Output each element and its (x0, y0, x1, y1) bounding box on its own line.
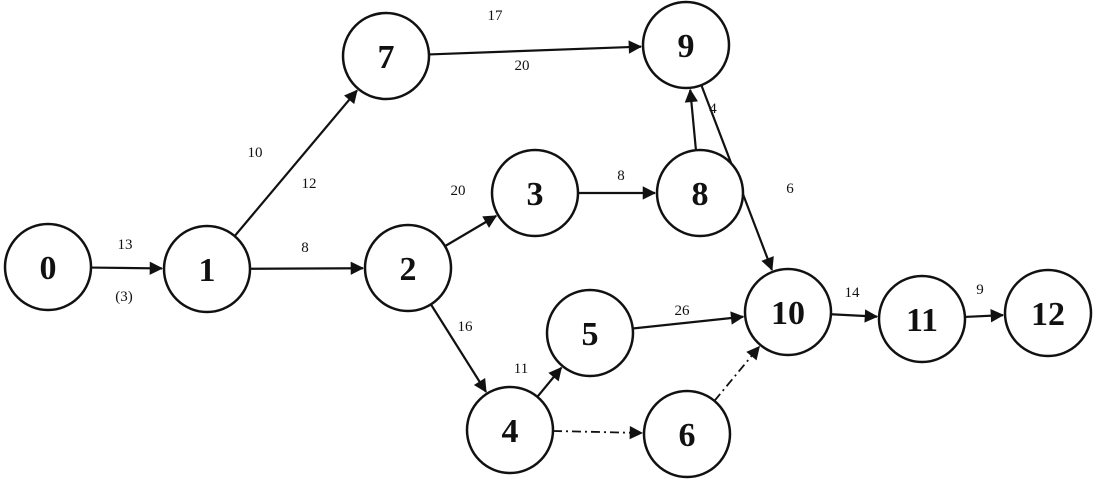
node-10: 10 (743, 267, 833, 357)
node-circle-3 (490, 148, 580, 238)
node-label-10: 10 (771, 295, 805, 332)
node-2: 2 (363, 223, 453, 313)
node-label-2: 2 (400, 251, 417, 288)
node-label-8: 8 (692, 176, 709, 213)
node-circle-0 (3, 222, 93, 312)
node-circle-11 (877, 274, 967, 364)
edge-1-to-7 (233, 89, 358, 237)
node-label-7: 7 (378, 39, 395, 76)
edge-label-0-1-1: (3) (115, 289, 133, 305)
node-3: 3 (490, 148, 580, 238)
edge-label-1-2-0: 8 (301, 240, 309, 256)
edge-label-3-8-0: 8 (617, 168, 625, 184)
node-label-5: 5 (582, 316, 599, 353)
edge-label-5-10-0: 26 (675, 303, 691, 319)
node-5: 5 (545, 288, 635, 378)
node-label-1: 1 (199, 252, 216, 289)
edge-4-to-6 (552, 426, 644, 440)
edge-label-0-1-0: 13 (118, 237, 133, 253)
edges-layer (90, 40, 1005, 440)
edge-10-to-11 (830, 309, 879, 323)
node-label-12: 12 (1031, 296, 1065, 333)
node-9: 9 (641, 0, 731, 90)
node-label-4: 4 (502, 413, 519, 450)
node-4: 4 (465, 385, 555, 475)
node-label-9: 9 (678, 28, 695, 65)
edge-0-to-1 (90, 261, 164, 275)
edge-4-to-5 (536, 366, 563, 398)
node-label-6: 6 (679, 417, 696, 454)
node-7: 7 (341, 11, 431, 101)
edge-8-to-9 (684, 88, 698, 151)
edge-label-11-12-0: 9 (976, 282, 984, 298)
node-circle-6 (642, 389, 732, 479)
edge-label-2-4-0: 16 (458, 319, 474, 335)
edge-6-to-10 (713, 345, 760, 402)
edge-label-8-9-0: 4 (709, 101, 717, 117)
node-circle-1 (162, 224, 252, 314)
node-circle-2 (363, 223, 453, 313)
node-circle-12 (1003, 268, 1093, 358)
edge-label-1-7-0: 10 (248, 145, 263, 161)
edge-label-2-3-0: 20 (451, 183, 466, 199)
node-6: 6 (642, 389, 732, 479)
node-label-11: 11 (906, 302, 938, 339)
edge-7-to-9 (428, 40, 643, 56)
node-circle-7 (341, 11, 431, 101)
node-circle-9 (641, 0, 731, 90)
node-11: 11 (877, 274, 967, 364)
edge-2-to-4 (429, 303, 487, 393)
node-circle-4 (465, 385, 555, 475)
edge-label-1-7-1: 12 (302, 176, 317, 192)
node-circle-10 (743, 267, 833, 357)
node-0: 0 (3, 222, 93, 312)
edge-1-to-2 (249, 261, 365, 275)
edge-label-9-10-0: 6 (786, 181, 794, 197)
edge-2-to-3 (444, 214, 498, 248)
edge-label-10-11-0: 14 (845, 285, 861, 301)
node-circle-8 (655, 148, 745, 238)
edge-label-7-9-0: 17 (488, 8, 504, 24)
node-12: 12 (1003, 268, 1093, 358)
node-label-3: 3 (527, 176, 544, 213)
edge-5-to-10 (632, 311, 745, 330)
edge-label-4-5-0: 11 (514, 361, 528, 377)
edge-label-7-9-1: 20 (515, 58, 530, 74)
node-1: 1 (162, 224, 252, 314)
node-8: 8 (655, 148, 745, 238)
edge-11-to-12 (964, 309, 1005, 323)
node-circle-5 (545, 288, 635, 378)
node-label-0: 0 (40, 250, 57, 287)
